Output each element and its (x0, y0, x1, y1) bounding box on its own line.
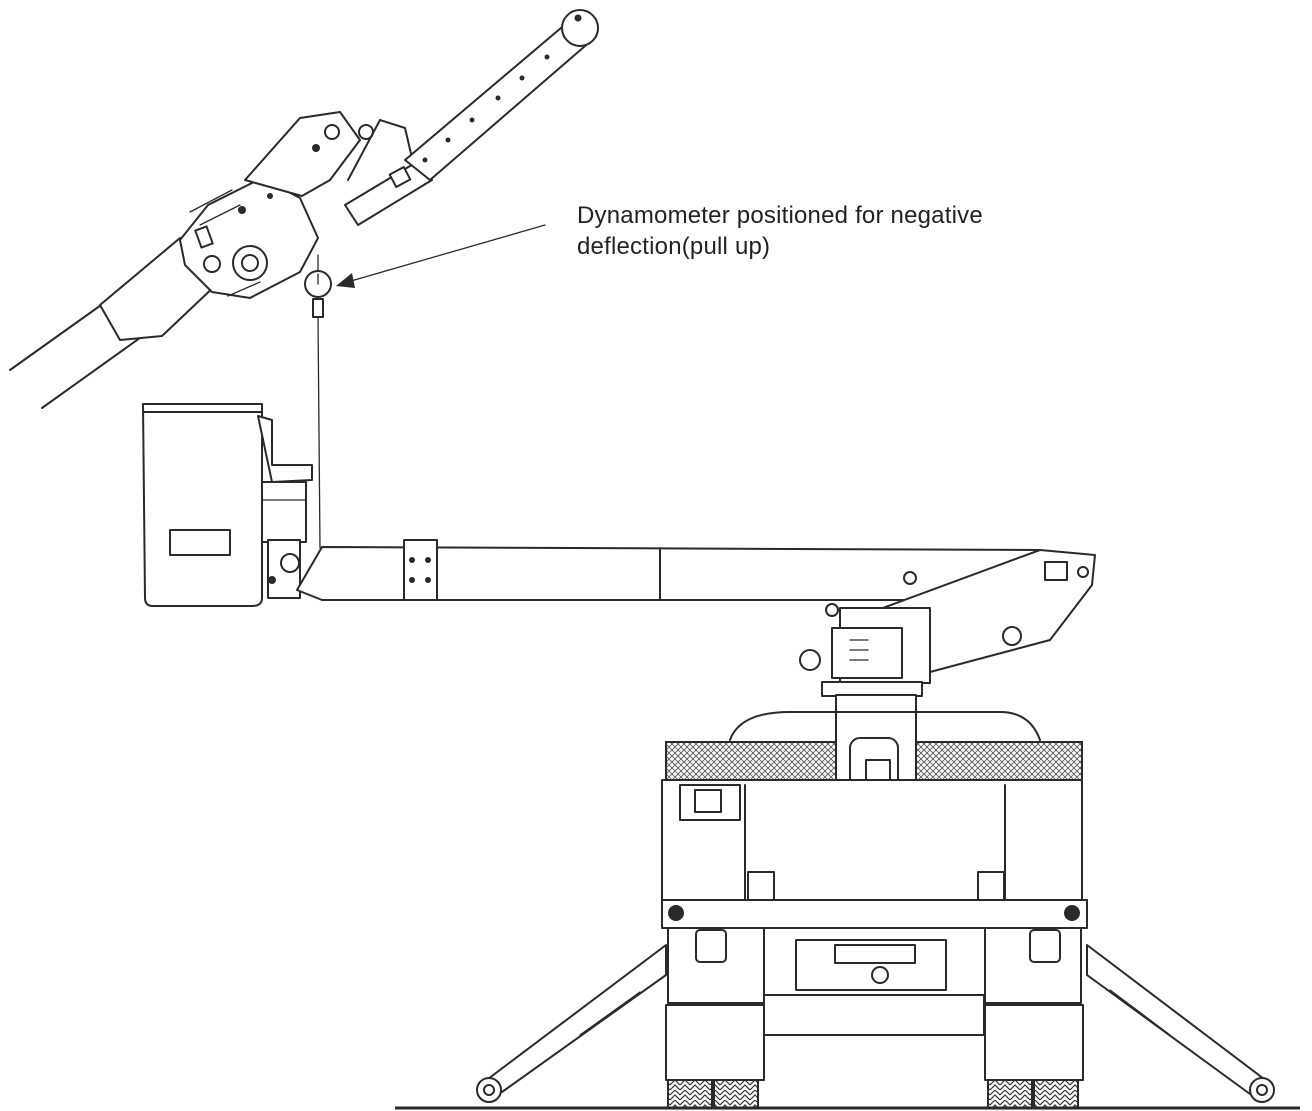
tire (713, 1079, 759, 1109)
upper-boom-assembly (9, 9, 599, 409)
dynamometer (304, 254, 332, 549)
callout-line-2: deflection(pull up) (577, 233, 771, 260)
lower-boom (296, 539, 1096, 684)
tire (987, 1079, 1033, 1109)
dynamometer-callout-label: Dynamometer positioned for negative defl… (577, 200, 983, 262)
pull-cable (317, 316, 321, 549)
tire (667, 1079, 713, 1109)
callout-arrow (336, 224, 546, 288)
outriggers (476, 944, 1275, 1103)
callout-line-1: Dynamometer positioned for negative (577, 202, 983, 229)
truck-body (661, 711, 1088, 1109)
bucket (142, 403, 313, 607)
tire (1033, 1079, 1079, 1109)
